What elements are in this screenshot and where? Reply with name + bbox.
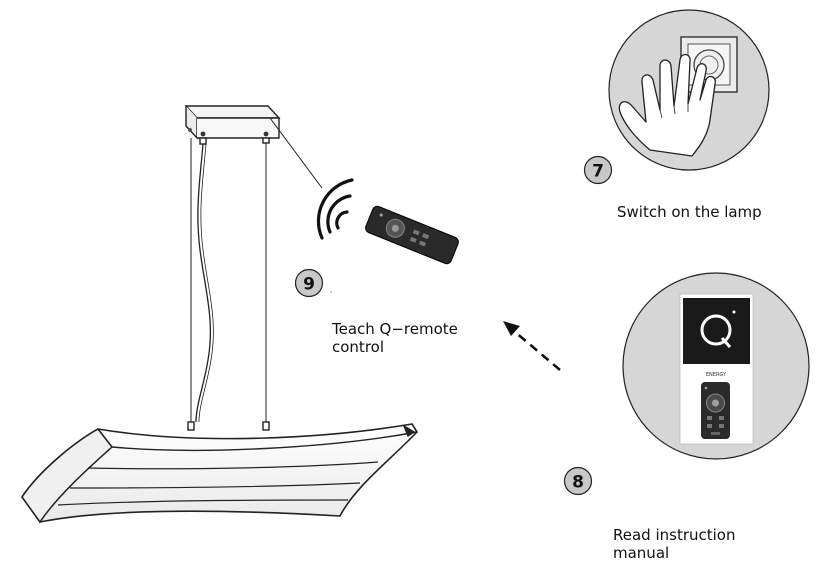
pendant-lamp — [21, 105, 419, 524]
dashed-arrow-icon — [503, 321, 561, 371]
step-7-caption-line-1: Switch on the lamp — [617, 203, 762, 221]
step-9-caption: Teach Q−remote control — [332, 320, 458, 356]
step-8-caption-line-1: Read instruction — [613, 526, 736, 544]
lamp-body — [21, 421, 419, 524]
step-8-badge: 8 — [563, 466, 593, 496]
step-9-badge: 9 — [294, 268, 324, 298]
ceiling-canopy — [184, 105, 281, 145]
suspension-wires — [190, 138, 267, 423]
step-8-caption-line-2: manual — [613, 544, 670, 562]
step-9-number: 9 — [303, 275, 315, 295]
hand-icon — [618, 53, 716, 157]
manual-remote-icon — [701, 382, 730, 439]
instruction-manual: ENERGY — [679, 293, 754, 445]
manual-logo-panel — [683, 298, 750, 364]
q-logo-icon — [700, 314, 732, 346]
step-8-number: 8 — [572, 473, 584, 493]
step-8-caption: Read instruction manual — [613, 526, 735, 562]
wireless-signal-icon — [316, 178, 354, 240]
remote-control-icon — [365, 205, 459, 265]
step-7-caption: Switch on the lamp — [617, 203, 762, 221]
step-7-badge: 7 — [583, 155, 613, 185]
step-7-illustration: 7 — [583, 9, 770, 185]
manual-label: ENERGY — [706, 372, 727, 378]
step-8-illustration: ENERGY 8 — [563, 272, 810, 496]
step-9-caption-line-1: Teach Q−remote — [332, 320, 458, 338]
step-9-caption-line-2: control — [332, 338, 384, 356]
step-7-number: 7 — [592, 162, 604, 182]
leader-line — [269, 117, 323, 189]
